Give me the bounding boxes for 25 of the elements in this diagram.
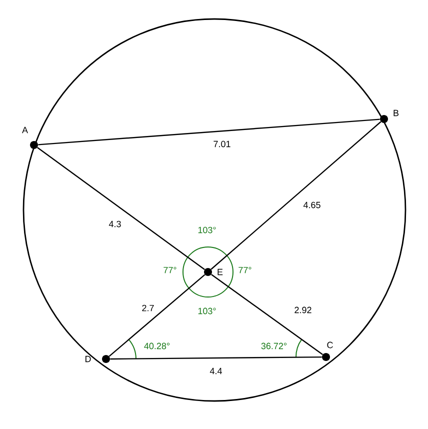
line-segment bbox=[110, 356, 322, 360]
node-label: C bbox=[327, 342, 333, 348]
point: D bbox=[85, 355, 110, 363]
line-segment bbox=[38, 118, 380, 146]
point: A bbox=[22, 126, 38, 149]
line-segment bbox=[211, 274, 323, 356]
node-label: A bbox=[22, 126, 28, 134]
node-label: B bbox=[394, 110, 399, 116]
length-label: 4.3 bbox=[108, 220, 121, 228]
length-label: 7.01 bbox=[214, 140, 230, 148]
length-label: 2.7 bbox=[142, 304, 154, 312]
length-label: 4.65 bbox=[303, 202, 320, 208]
line-segment bbox=[210, 121, 382, 270]
length-label: 4.4 bbox=[210, 368, 222, 374]
angle-label: 77° bbox=[238, 266, 252, 274]
node-label: D bbox=[85, 356, 91, 362]
point: B bbox=[380, 110, 399, 123]
node-label: E bbox=[218, 268, 223, 276]
angle-label: 77° bbox=[164, 266, 176, 274]
angle-label: 103° bbox=[198, 308, 216, 314]
length-label: 2.92 bbox=[294, 306, 312, 314]
line-segment bbox=[37, 147, 205, 270]
line-segment bbox=[108, 274, 206, 357]
point: C bbox=[322, 342, 333, 361]
point: E bbox=[204, 268, 223, 276]
